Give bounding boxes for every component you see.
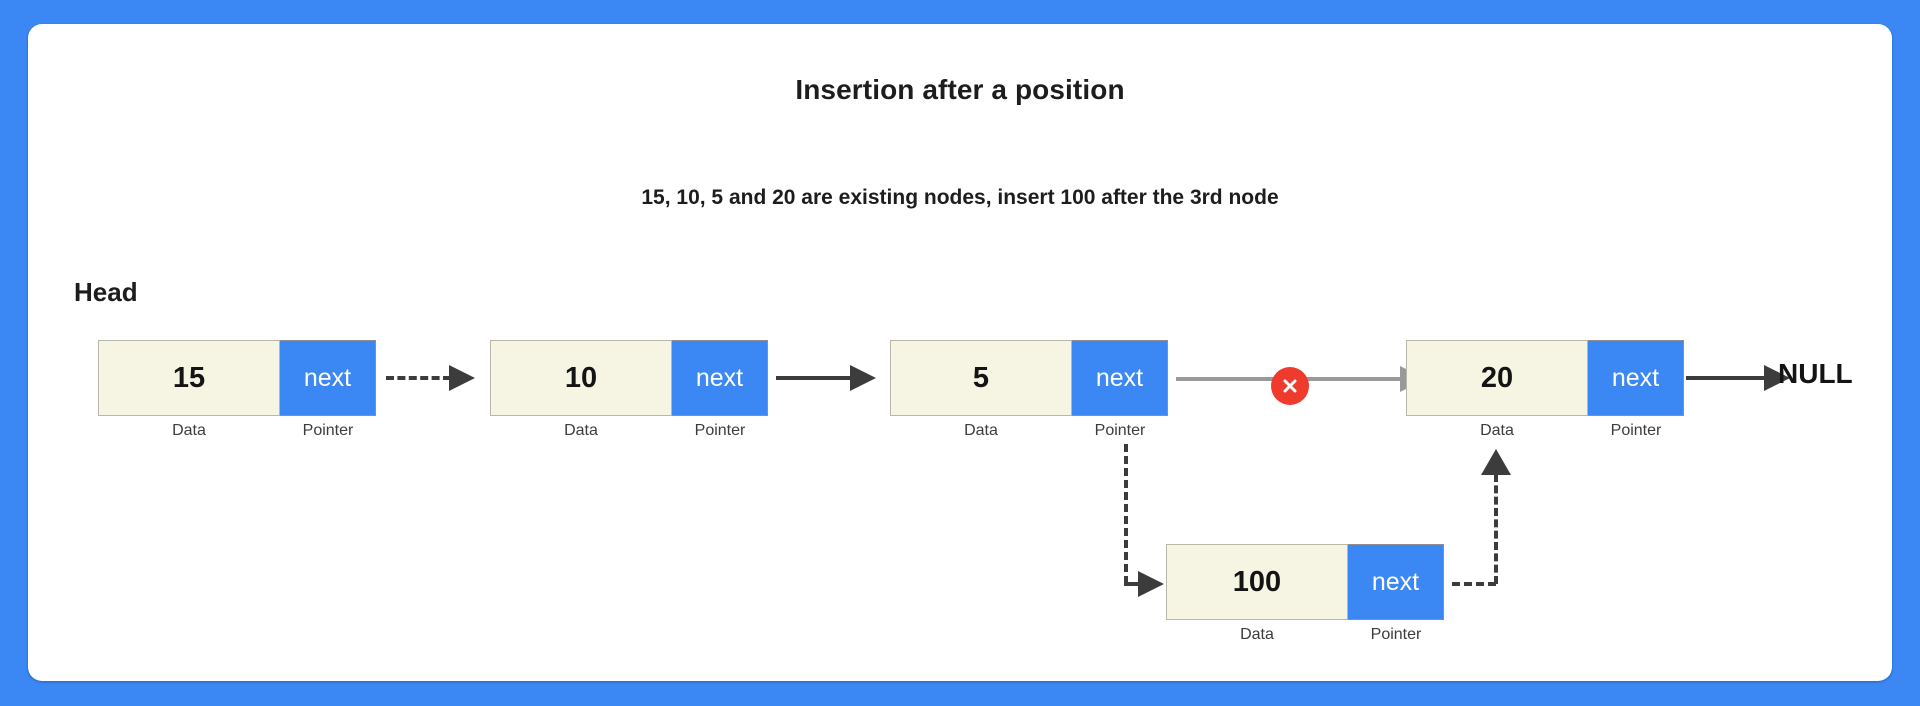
caption-data: Data	[564, 422, 598, 439]
page-title: Insertion after a position	[795, 74, 1125, 105]
node-captions: Data Pointer	[1406, 422, 1684, 440]
node-data-cell: 20	[1406, 340, 1588, 416]
caption-pointer: Pointer	[1370, 626, 1422, 643]
node-captions: Data Pointer	[98, 422, 376, 440]
link-line-vertical	[1494, 474, 1498, 584]
diagram-card: Insertion after a position 15, 10, 5 and…	[28, 24, 1892, 681]
node-10[interactable]: 10 next Data Pointer	[490, 340, 768, 440]
node-pointer-cell: next	[1072, 340, 1168, 416]
node-boxes: 10 next	[490, 340, 768, 416]
node-pointer-cell: next	[280, 340, 376, 416]
caption-data: Data	[1240, 626, 1274, 643]
link-line-elbow	[1452, 582, 1496, 586]
node-data-cell: 5	[890, 340, 1072, 416]
node-boxes: 20 next	[1406, 340, 1684, 416]
null-label: NULL	[1778, 358, 1853, 389]
link-line-vertical	[1124, 444, 1128, 584]
node-captions: Data Pointer	[890, 422, 1168, 440]
arrow-head-icon	[449, 365, 475, 391]
page-subtitle: 15, 10, 5 and 20 are existing nodes, ins…	[641, 186, 1279, 209]
node-captions: Data Pointer	[490, 422, 768, 440]
caption-pointer: Pointer	[302, 422, 354, 439]
caption-pointer: Pointer	[694, 422, 746, 439]
link-line	[776, 376, 852, 380]
arrow-head-icon	[1764, 365, 1790, 391]
arrow-head-icon	[850, 365, 876, 391]
caption-pointer: Pointer	[1094, 422, 1146, 439]
node-pointer-cell: next	[1348, 544, 1444, 620]
node-boxes: 5 next	[890, 340, 1168, 416]
node-pointer-cell: next	[1588, 340, 1684, 416]
node-15[interactable]: 15 next Data Pointer	[98, 340, 376, 440]
caption-pointer: Pointer	[1610, 422, 1662, 439]
link-line	[386, 376, 451, 380]
node-boxes: 100 next	[1166, 544, 1444, 620]
link-line	[1686, 376, 1766, 380]
node-5[interactable]: 5 next Data Pointer	[890, 340, 1168, 440]
node-100-new[interactable]: 100 next Data Pointer	[1166, 544, 1444, 644]
node-captions: Data Pointer	[1166, 626, 1444, 644]
link-line-elbow	[1124, 582, 1138, 586]
node-data-cell: 100	[1166, 544, 1348, 620]
node-data-cell: 10	[490, 340, 672, 416]
arrow-head-icon	[1481, 449, 1511, 475]
node-pointer-cell: next	[672, 340, 768, 416]
node-data-cell: 15	[98, 340, 280, 416]
caption-data: Data	[1480, 422, 1514, 439]
arrow-head-icon	[1138, 571, 1164, 597]
node-20[interactable]: 20 next Data Pointer	[1406, 340, 1684, 440]
head-label: Head	[74, 277, 138, 307]
caption-data: Data	[172, 422, 206, 439]
caption-data: Data	[964, 422, 998, 439]
node-boxes: 15 next	[98, 340, 376, 416]
link-removed-cross-icon	[1271, 367, 1309, 405]
